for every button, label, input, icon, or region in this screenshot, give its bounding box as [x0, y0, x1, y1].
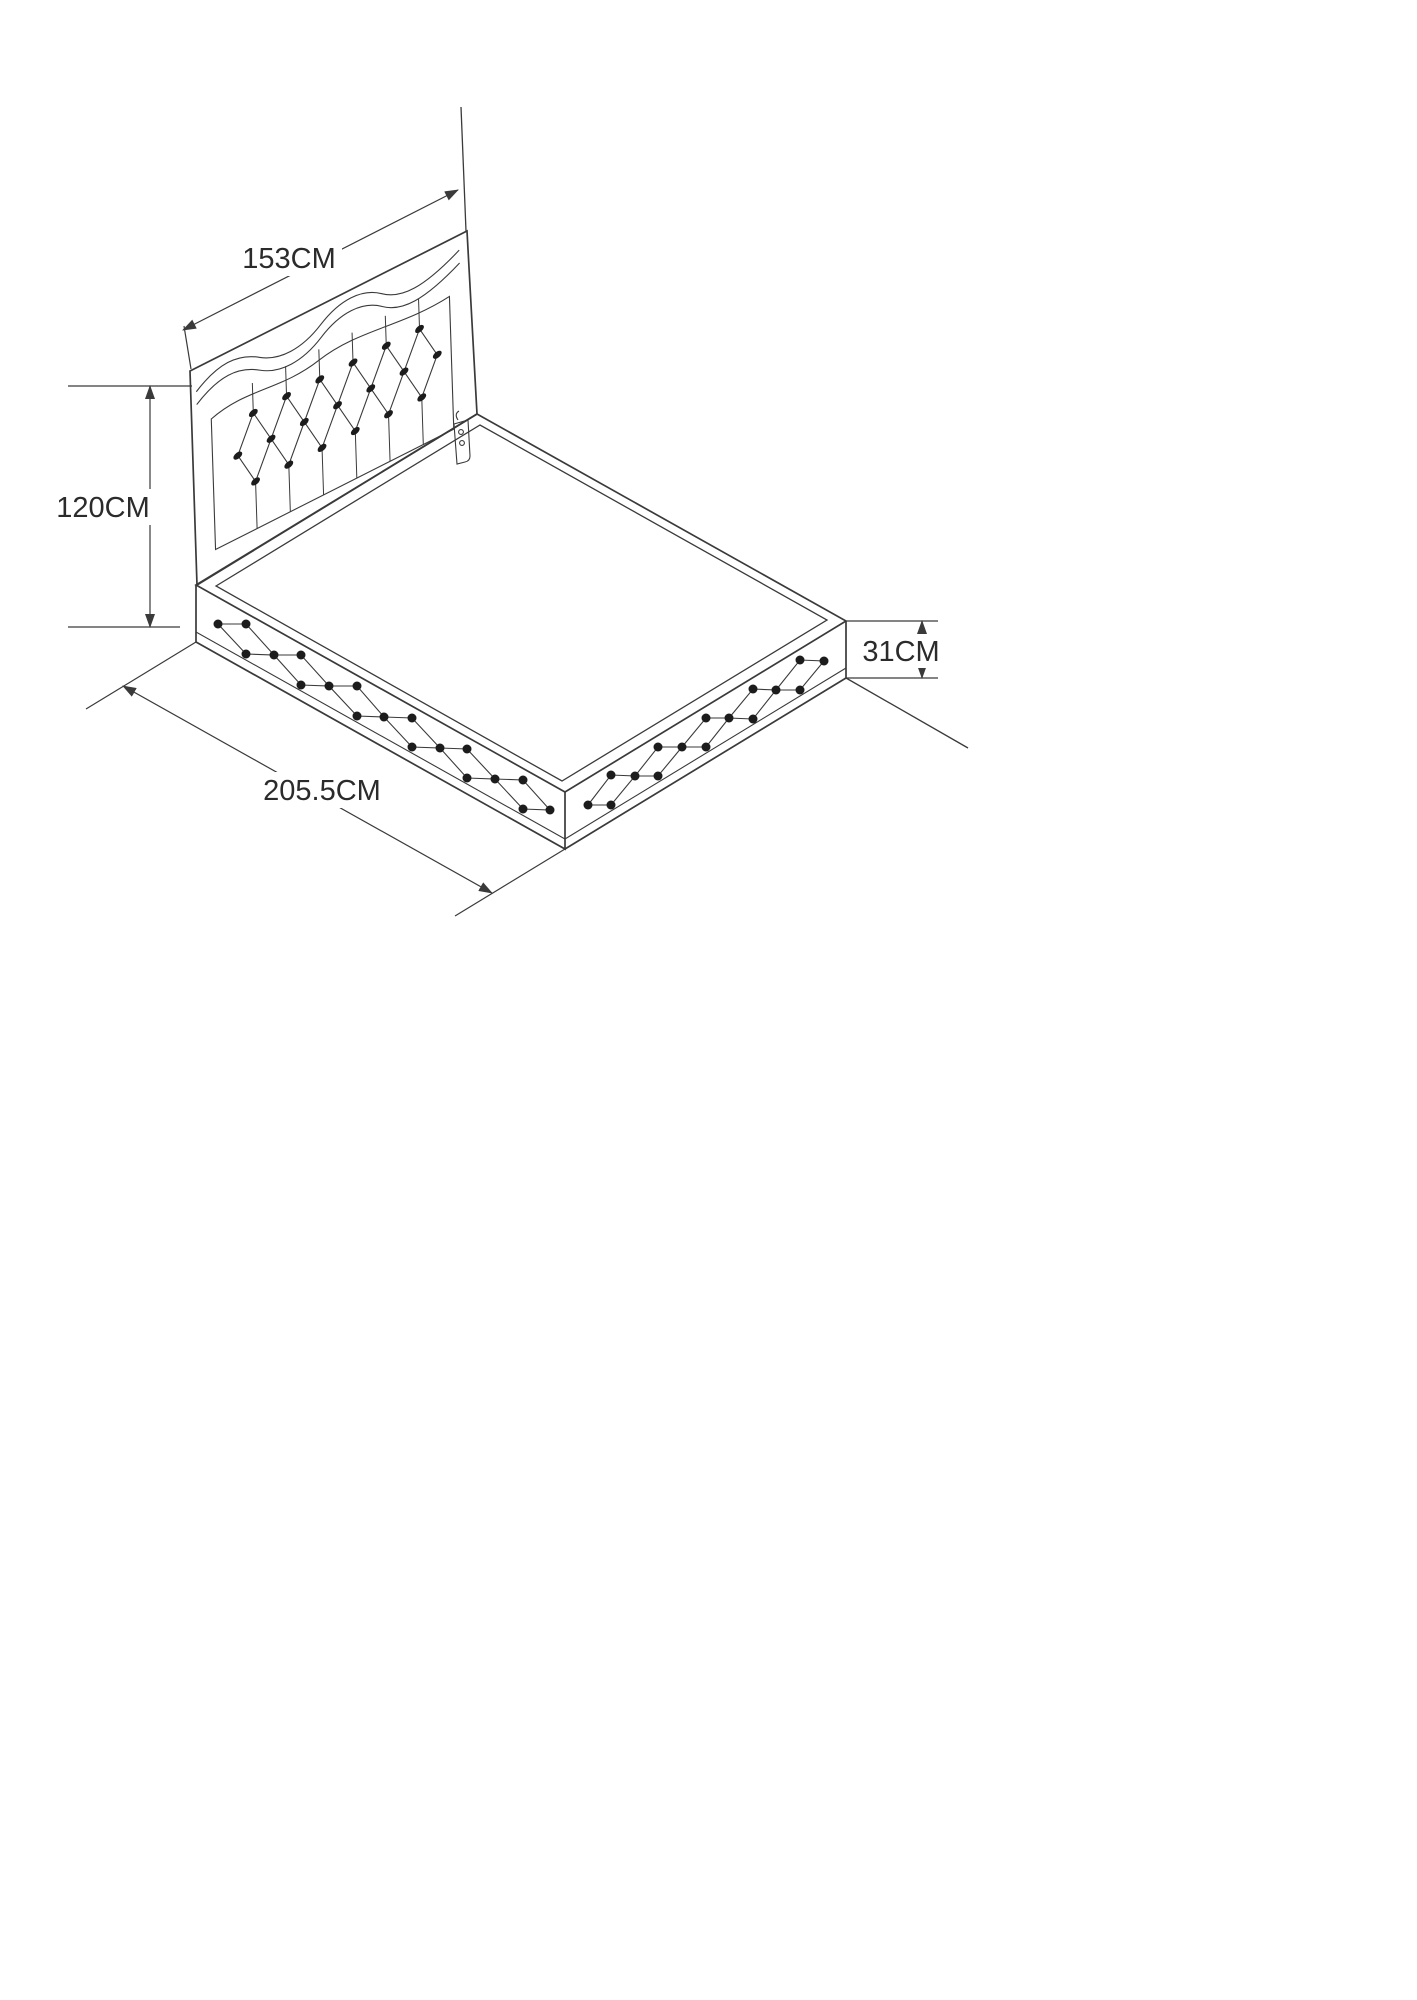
platform-outer-rim: [194, 413, 848, 793]
dimension-label-headboard-height: 120CM: [56, 492, 150, 524]
context-lines: [460, 106, 969, 749]
dimension-label-headboard-width: 153CM: [242, 243, 336, 275]
crest-wave-lower: [196, 256, 460, 412]
bracket-hook: [455, 410, 460, 421]
dimension-headboard-width: 153CM: [182, 189, 459, 370]
headboard-buttons: [233, 324, 442, 486]
extension-line-right: [454, 848, 566, 917]
extension-line: [183, 325, 192, 370]
dimension-label-base-height: 31CM: [862, 636, 939, 668]
rail-right-base-strip: [564, 667, 847, 840]
mounting-bracket: [453, 410, 471, 465]
dimension-base-height: 31CM: [846, 620, 942, 679]
dimension-label-bed-length: 205.5CM: [263, 775, 381, 807]
dimension-bed-length: 205.5CM: [85, 641, 566, 917]
pleat-lines-up: [252, 299, 419, 413]
side-rail-left: [195, 585, 566, 851]
label-background: [858, 634, 942, 668]
label-background: [238, 240, 342, 276]
tufting-lattice-lower: [238, 355, 439, 490]
bed-platform: [194, 413, 848, 793]
bracket-hole-bottom: [459, 440, 465, 446]
bracket-hole-top: [458, 429, 464, 435]
rail-right-face: [564, 621, 847, 850]
rail-right-diamond-tufting: [586, 659, 826, 806]
pleat-lines-down: [256, 397, 424, 528]
platform-inner-rim: [214, 424, 829, 782]
wall-line: [460, 106, 467, 232]
headboard: [190, 231, 477, 585]
bracket-plate: [453, 419, 471, 465]
floor-line-right: [845, 677, 969, 749]
side-rail-right: [564, 621, 847, 850]
rail-right-buttons: [583, 655, 829, 810]
headboard-upholstery: [196, 243, 465, 556]
label-background: [52, 489, 152, 525]
label-background: [256, 772, 388, 808]
dimension-headboard-height: 120CM: [52, 385, 192, 628]
extension-line-left: [85, 641, 197, 710]
